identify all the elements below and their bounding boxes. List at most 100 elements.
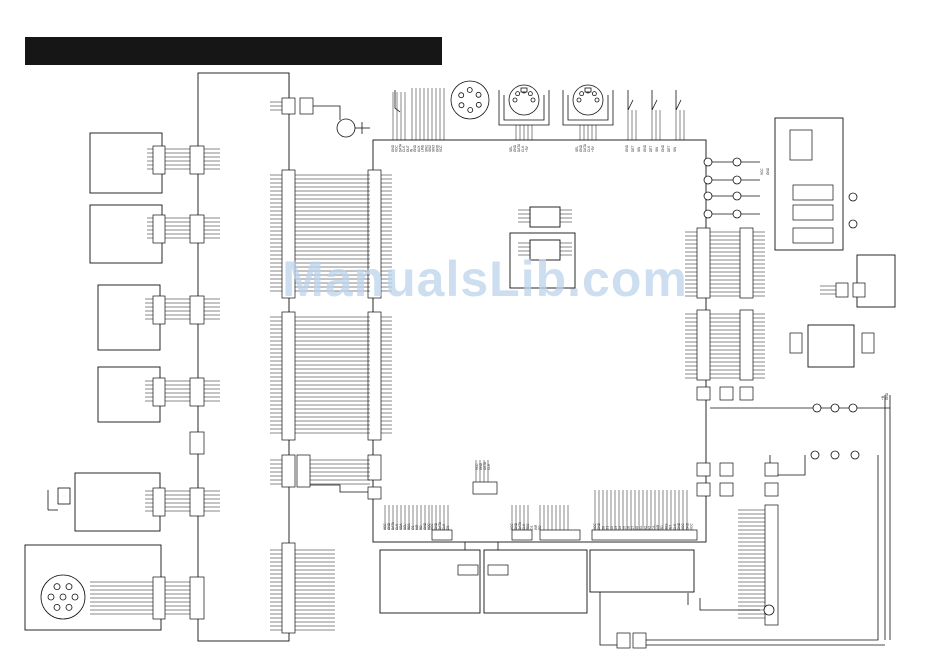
pin-label: VCC: [383, 523, 387, 530]
pin-label: CS: [652, 526, 656, 530]
right-small-connector: [696, 482, 711, 497]
pin-label: CS: [446, 526, 450, 530]
pin-label: RD: [538, 525, 542, 530]
pin-label: D7: [631, 526, 635, 530]
module-4-box: [97, 366, 161, 423]
pin-label: GND: [514, 522, 518, 530]
pin-label: CLK: [402, 145, 406, 152]
speaker-box: [856, 254, 896, 308]
din-pin: [53, 603, 61, 611]
din-pin: [466, 87, 473, 93]
din-socket-1-pin: [515, 91, 521, 97]
pin-label: D2: [610, 526, 614, 530]
speaker-connector: [835, 282, 849, 298]
pin-label: GND: [479, 462, 483, 470]
right-small-connector: [719, 386, 734, 401]
pin-label: CLK: [673, 523, 677, 530]
pin-label: RES: [664, 523, 668, 530]
switch-contact: [651, 90, 658, 111]
module-5-connector: [152, 487, 166, 517]
pin-label: WR: [656, 524, 660, 530]
bottom-box-3: [589, 549, 695, 593]
pin-lines: [90, 88, 836, 631]
module-1-box: [89, 132, 163, 194]
right-small-connector: [739, 386, 754, 401]
pin-label: RD: [419, 525, 423, 530]
terminal: [732, 157, 742, 167]
din-pin: [475, 91, 482, 98]
component-boxes: [24, 72, 896, 642]
module-1-connector: [152, 145, 166, 175]
terminal: [732, 191, 742, 201]
module-3-box: [97, 284, 161, 351]
right-small-connector: [719, 482, 734, 497]
terminal: [848, 219, 858, 229]
main-board: [372, 139, 707, 543]
pin-label: +B: [881, 396, 885, 400]
pin-label: CLK: [587, 145, 591, 152]
pin-label: GND: [513, 144, 517, 152]
pin-label: GND: [434, 522, 438, 530]
din-socket-2-key: [584, 87, 592, 93]
terminal: [763, 604, 775, 616]
module-3-board-connector: [189, 295, 205, 325]
din-pin: [71, 593, 79, 601]
pin-label: VCC: [439, 145, 443, 152]
pin-label: GND: [387, 522, 391, 530]
pin-label: VCC: [510, 523, 514, 530]
pin-label: VCC: [430, 523, 434, 530]
terminal: [703, 191, 713, 201]
din-pin: [47, 593, 55, 601]
din-socket-2-shield: [567, 95, 609, 121]
pin-label: A1: [639, 526, 643, 530]
wire: [599, 590, 617, 646]
bus-connector-1: [281, 311, 296, 441]
bottom-box-1: [379, 549, 481, 614]
cable-connector: [296, 454, 311, 488]
pin-label: VCC: [690, 523, 694, 530]
terminal: [830, 450, 840, 460]
pin-label: DATA: [398, 143, 402, 152]
din-pin: [458, 92, 465, 99]
pin-label: INT: [669, 525, 673, 530]
terminal: [810, 450, 820, 460]
ic-1: [529, 206, 561, 228]
bottom-connector-5: [616, 632, 631, 649]
din-socket-large: [450, 80, 490, 120]
pin-label: OUT: [406, 145, 410, 152]
din-pin: [53, 583, 61, 591]
wire: [646, 455, 879, 641]
connectors: [152, 97, 875, 649]
din-socket-1-shield: [503, 95, 545, 121]
pin-label: DATA: [517, 143, 521, 152]
terminal: [850, 450, 860, 460]
fuse-3: [792, 227, 834, 244]
right-small-connector: [764, 482, 779, 497]
din-socket-1-key: [520, 87, 528, 93]
signal-wire: [310, 484, 368, 493]
pin-label: GND: [597, 522, 601, 530]
pin-label: SW1: [424, 145, 428, 152]
pin-label: IN: [410, 148, 414, 152]
pin-label: A2: [643, 526, 647, 530]
pin-label: DET: [631, 146, 635, 152]
right-small-connector: [696, 386, 711, 401]
din-pin: [65, 583, 73, 591]
switch-contact: [627, 90, 634, 111]
speaker-connector: [852, 282, 866, 298]
pin-label: VCC: [760, 168, 764, 175]
bottom-connector-6: [632, 632, 647, 649]
symbols: [40, 80, 860, 620]
bottom-connector-4: [591, 529, 698, 541]
pin-label: GND: [661, 144, 665, 152]
dc-jack: [57, 487, 71, 505]
pin-label: CS: [411, 526, 415, 530]
pin-label: GND: [766, 167, 770, 175]
pin-label: VCC: [427, 523, 431, 530]
pin-label: CLK: [522, 523, 526, 530]
bottom-box-2: [483, 549, 588, 614]
din-socket-1-pin: [527, 91, 533, 97]
bottom-connector-3: [539, 529, 581, 541]
pin-label: SW3: [432, 145, 436, 152]
